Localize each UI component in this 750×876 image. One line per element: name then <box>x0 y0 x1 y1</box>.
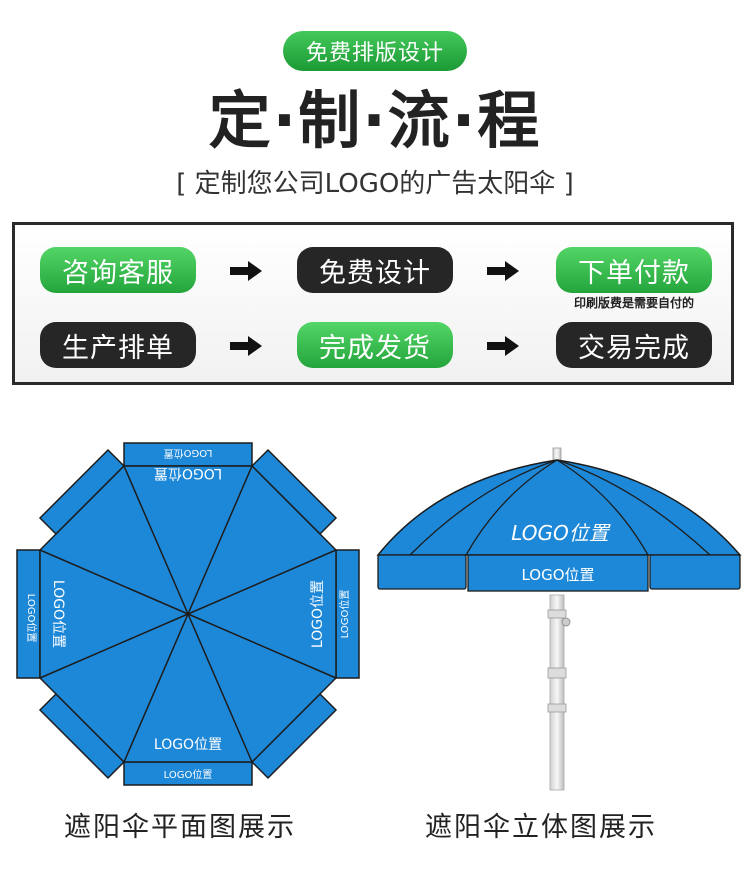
logo-label-canopy: LOGO位置 <box>511 521 611 545</box>
step-shipping: 完成发货 <box>297 322 453 368</box>
arrow-right-icon <box>487 336 519 356</box>
process-flow-box: 咨询客服 免费设计 下单付款 生产排单 完成发货 交易完成 <box>12 222 734 385</box>
tilt-button <box>561 617 571 627</box>
arrow-right-icon <box>230 261 262 281</box>
valance-right <box>649 554 741 590</box>
canopy-ribs <box>39 465 337 763</box>
logo-label-valance-left: LOGO位置 <box>25 594 38 643</box>
pole <box>549 594 565 791</box>
umbrella-side-view: LOGO位置 LOGO位置 <box>376 447 742 791</box>
canopy-ribs <box>409 459 711 556</box>
printing-fee-note: 印刷版费是需要自付的 <box>573 296 694 310</box>
logo-label-valance-right: LOGO位置 <box>338 590 351 639</box>
step-production: 生产排单 <box>40 322 196 368</box>
logo-label-valance-bottom: LOGO位置 <box>164 768 213 781</box>
step-complete: 交易完成 <box>556 322 712 368</box>
logo-label-valance: LOGO位置 <box>521 566 594 584</box>
umbrella-plan-view: LOGO位置 LOGO位置 LOGO位置 LOGO位置 LOGO位置 LOGO位… <box>16 442 360 786</box>
page-subtitle: [ 定制您公司LOGO的广告太阳伞 ] <box>176 169 574 199</box>
plan-view-caption: 遮阳伞平面图展示 <box>64 812 296 843</box>
logo-label-canopy-top: LOGO位置 <box>154 465 222 481</box>
logo-label-valance-top: LOGO位置 <box>164 447 213 460</box>
valance-front <box>467 554 649 592</box>
page-title: 定·制·流·程 <box>208 84 542 157</box>
arrow-right-icon <box>487 261 519 281</box>
side-view-caption: 遮阳伞立体图展示 <box>425 812 657 843</box>
logo-label-canopy-bottom: LOGO位置 <box>154 737 222 753</box>
arrow-right-icon <box>230 336 262 356</box>
valance-left <box>377 554 467 590</box>
step-consult: 咨询客服 <box>40 247 196 293</box>
logo-label-canopy-left: LOGO位置 <box>50 580 66 648</box>
step-design: 免费设计 <box>297 247 453 293</box>
logo-label-canopy-right: LOGO位置 <box>310 580 326 648</box>
step-payment: 下单付款 <box>556 247 712 293</box>
free-design-badge: 免费排版设计 <box>283 31 467 71</box>
